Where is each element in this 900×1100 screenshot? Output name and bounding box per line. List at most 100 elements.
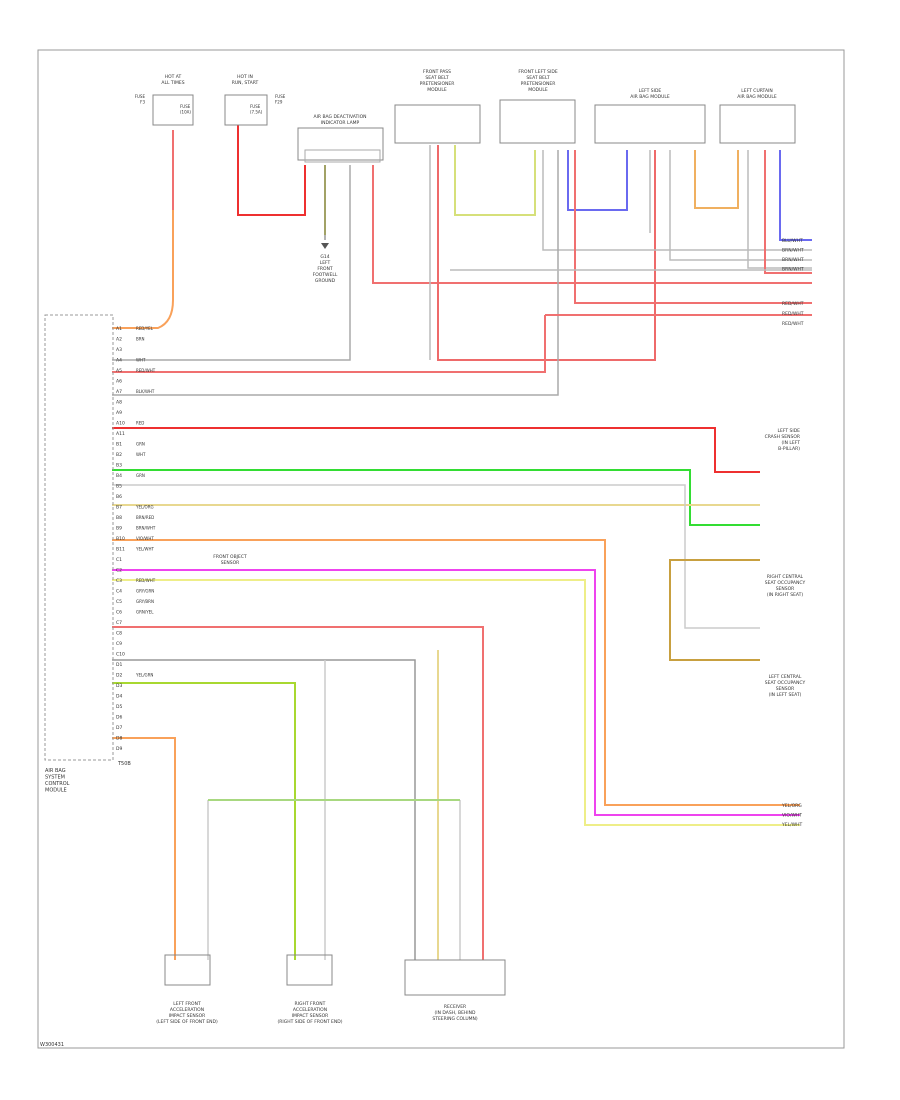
right-wire-label: BLU/WHT <box>782 238 803 244</box>
left-wire-label: RED/WHT <box>136 578 156 583</box>
front-left-belt-label-line: FRONT LEFT SIDE <box>518 69 557 75</box>
fuse-right-detail-line: (7.5A) <box>250 110 263 115</box>
wire-fl-c <box>567 150 628 211</box>
wire-crash <box>112 427 760 473</box>
left-occupancy-sensor-label-line: SENSOR <box>776 686 795 692</box>
front-pass-belt-label-line: MODULE <box>427 87 447 93</box>
front-pass-belt-label-line: SEAT BELT <box>425 75 448 81</box>
seat-occupant-label-line: AIR BAG DEACTIVATION <box>314 114 367 120</box>
module-pin: D2 <box>116 673 122 679</box>
wire-rf-green <box>112 682 296 960</box>
module-pin: B4 <box>116 473 122 479</box>
wire-green <box>112 469 760 526</box>
wire-lf-orange <box>112 737 176 960</box>
footer-code: W300431 <box>40 1042 64 1048</box>
module-pin: C8 <box>116 631 122 637</box>
fuse-right-fuse-line: FUSE <box>275 94 286 99</box>
left-occupancy-sensor-label-line: (IN LEFT SEAT) <box>769 692 802 698</box>
receiver-label-line: STEERING COLUMN) <box>432 1016 478 1022</box>
ground-note-line: LEFT <box>320 260 331 266</box>
left-wire-label: RED/WHT <box>136 368 156 373</box>
wire-brown <box>669 559 760 661</box>
wire-fl-a <box>542 150 812 251</box>
wire-fl-b <box>112 150 559 396</box>
module-pin: B7 <box>116 505 122 511</box>
left-side-airbag-label-line: AIR BAG MODULE <box>630 94 670 100</box>
module-pin: A11 <box>116 431 125 437</box>
ground-note-line: GROUND <box>315 278 336 284</box>
module-pin: A8 <box>116 400 122 406</box>
fuse-right-title-line: HOT IN <box>237 74 253 80</box>
module-pin: A2 <box>116 337 122 343</box>
module-pin: C1 <box>116 557 122 563</box>
left-occupancy-sensor-label-line: SEAT OCCUPANCY <box>765 680 806 686</box>
right-occupancy-sensor-label-line: SENSOR <box>776 586 795 592</box>
module-label-line: AIR BAG <box>45 768 66 774</box>
left-front-impact-sensor-label-line: ACCELERATION <box>170 1007 204 1013</box>
right-occupancy-sensor-label-line: SEAT OCCUPANCY <box>765 580 806 586</box>
module-pin: B1 <box>116 442 122 448</box>
module-pin-note: T50B <box>117 761 131 767</box>
crash-sensor-label-line: B-PILLAR) <box>778 446 800 452</box>
module-pin: A9 <box>116 410 122 416</box>
right-occupancy-sensor-label-line: RIGHT CENTRAL <box>767 574 804 580</box>
right-wire-label: BRN/WHT <box>782 257 804 263</box>
right-wire-label: RED/WHT <box>782 321 804 327</box>
left-curtain-airbag-label-line: AIR BAG MODULE <box>737 94 777 100</box>
left-wire-label: GRN <box>136 442 145 447</box>
module-pin: C9 <box>116 641 122 647</box>
diagram-frame <box>37 49 845 1049</box>
module-label-line: SYSTEM <box>45 775 65 781</box>
wire-curt-b <box>764 150 812 274</box>
right-wire-label: BRN/WHT <box>782 267 804 273</box>
module-pin: B5 <box>116 484 122 490</box>
wire-rcv-a <box>112 659 416 960</box>
module-pin: C5 <box>116 599 122 605</box>
right-front-impact-sensor-label-line: RIGHT FRONT <box>295 1001 326 1007</box>
front-pass-belt-label-line: PRETENSIONER <box>420 81 455 87</box>
module-pin: D6 <box>116 715 122 721</box>
right-wire-label: RED/WHT <box>782 301 804 307</box>
ground-icon <box>321 243 329 249</box>
crash-sensor-label-line: LEFT SIDE <box>777 428 800 434</box>
module-pin: B3 <box>116 463 122 469</box>
module-pin: C10 <box>116 652 125 658</box>
crash-sensor-label-line: CRASH SENSOR <box>765 434 800 440</box>
wire-wht-occ <box>112 484 760 629</box>
module-pin: A3 <box>116 347 122 353</box>
fuse-right-detail-line: FUSE <box>250 104 261 109</box>
right-front-impact-sensor-label-line: ACCELERATION <box>293 1007 327 1013</box>
left-curtain-airbag-label-line: LEFT CURTAIN <box>741 88 772 94</box>
left-wire-label: YEL/GRN <box>135 673 153 678</box>
right-wire-label: YEL/WHT <box>781 822 802 828</box>
left-front-impact-sensor-label-line: (LEFT SIDE OF FRONT END) <box>156 1019 218 1025</box>
module-pin: A1 <box>116 326 122 332</box>
left-wire-label: BRN/WHT <box>136 526 156 531</box>
module-pin: A4 <box>116 358 122 364</box>
module-pin: B11 <box>116 547 125 553</box>
fuse-left-title-line: ALL TIMES <box>161 80 184 86</box>
module-pin: D9 <box>116 746 122 752</box>
module-pin: D5 <box>116 704 122 710</box>
left-wire-label: BRN/RED <box>136 515 154 520</box>
right-wire-labels: BLU/WHTBRN/WHTBRN/WHTBRN/WHTRED/WHTRED/W… <box>781 238 804 828</box>
module-pin: A5 <box>116 368 122 374</box>
fuse-left-fuse-line: F3 <box>140 100 145 105</box>
module-pin-list: A1A2A3A4A5A6A7A8A9A10A11B1B2B3B4B5B6B7B8… <box>116 326 125 752</box>
front-left-belt-label-line: SEAT BELT <box>526 75 549 81</box>
fuse-right-title-line: RUN, START <box>232 80 259 86</box>
left-wire-label: YEL/ORG <box>135 505 154 510</box>
